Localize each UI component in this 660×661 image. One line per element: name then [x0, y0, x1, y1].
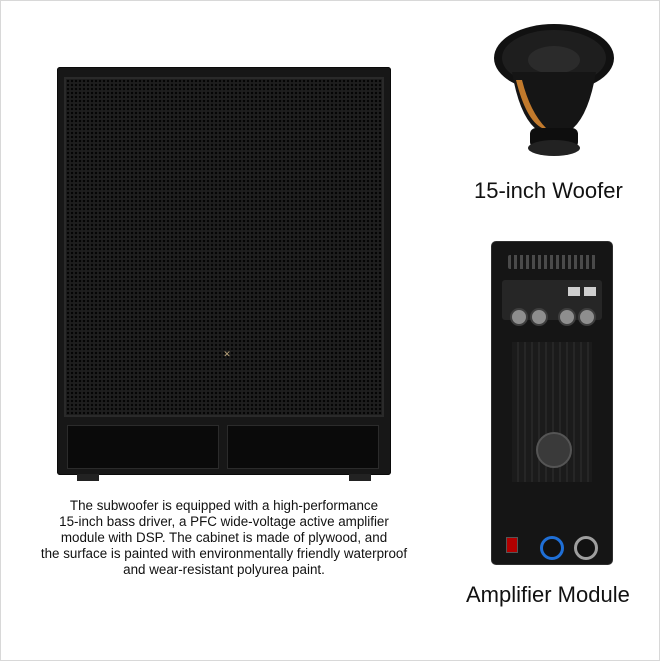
- brand-logo-icon: ✕: [223, 349, 231, 359]
- cabinet-foot: [77, 474, 99, 481]
- power-switch-icon: [506, 537, 518, 553]
- xlr-input-icon: [510, 308, 528, 326]
- amp-vent: [508, 255, 596, 269]
- cabinet-foot: [349, 474, 371, 481]
- description-line: The subwoofer is equipped with a high-pe…: [69, 498, 379, 513]
- subwoofer-cabinet-image: ✕: [57, 67, 391, 481]
- amplifier-module-image: [491, 241, 613, 565]
- power-in-connector-icon: [540, 536, 564, 560]
- network-port-icon: [568, 287, 580, 296]
- xlr-output-icon: [558, 308, 576, 326]
- power-out-connector-icon: [574, 536, 598, 560]
- product-description: The subwoofer is equipped with a high-pe…: [14, 498, 434, 578]
- description-line: the surface is painted with environmenta…: [40, 546, 408, 561]
- cooling-fan-icon: [536, 432, 572, 468]
- xlr-output-icon: [578, 308, 596, 326]
- bass-port-right: [227, 425, 379, 469]
- xlr-input-icon: [530, 308, 548, 326]
- description-line: 15-inch bass driver, a PFC wide-voltage …: [59, 514, 389, 529]
- woofer-caption: 15-inch Woofer: [474, 178, 623, 203]
- description-line: and wear-resistant polyurea paint.: [123, 562, 325, 577]
- woofer-driver-icon: [494, 24, 614, 156]
- bass-port-left: [67, 425, 219, 469]
- network-port-icon: [584, 287, 596, 296]
- cabinet-grille: [64, 77, 384, 417]
- description-line: module with DSP. The cabinet is made of …: [60, 530, 388, 545]
- amplifier-caption: Amplifier Module: [466, 582, 630, 607]
